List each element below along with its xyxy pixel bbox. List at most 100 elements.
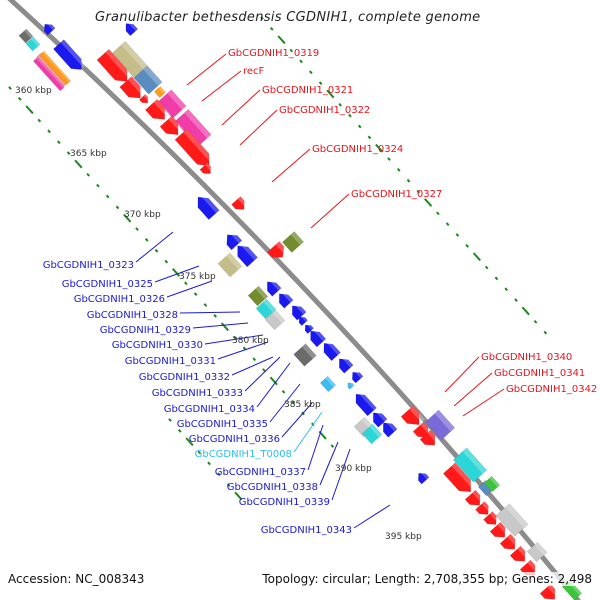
gene-magenta[interactable] xyxy=(32,56,66,92)
gene-cyan[interactable] xyxy=(25,36,41,52)
gene-lightgrey[interactable] xyxy=(495,503,529,537)
gene-reverse[interactable] xyxy=(232,241,258,268)
gene-label[interactable]: GbCGDNIH1_0339 xyxy=(239,497,330,508)
gene-label[interactable]: recF xyxy=(243,66,265,77)
gene-label[interactable]: GbCGDNIH1_0328 xyxy=(87,310,178,321)
tick-mark xyxy=(326,89,335,99)
gene-reverse[interactable] xyxy=(369,408,388,428)
gene-label[interactable]: GbCGDNIH1_0332 xyxy=(139,372,230,383)
gene-forward[interactable] xyxy=(138,93,151,105)
gene-lightgrey[interactable] xyxy=(264,309,286,331)
tick-mark xyxy=(220,322,230,332)
gene-forward[interactable] xyxy=(464,489,485,510)
gene-label[interactable]: GbCGDNIH1_0319 xyxy=(228,48,319,59)
gene-reverse[interactable] xyxy=(296,314,309,327)
gene-reverse[interactable] xyxy=(349,368,364,384)
gene-label[interactable]: GbCGDNIH1_0340 xyxy=(481,352,572,363)
gene-forward[interactable] xyxy=(419,429,440,450)
gene-label[interactable]: GbCGDNIH1_0321 xyxy=(262,85,353,96)
gene-label[interactable]: GbCGDNIH1_0323 xyxy=(43,260,134,271)
gene-label[interactable]: GbCGDNIH1_0327 xyxy=(351,189,442,200)
gene-label[interactable]: GbCGDNIH1_0330 xyxy=(112,340,203,351)
gene-label[interactable]: GbCGDNIH1_0343 xyxy=(261,525,352,536)
gene-forward[interactable] xyxy=(483,511,501,529)
gene-cyan[interactable] xyxy=(255,298,277,320)
gene-label[interactable]: GbCGDNIH1_T0008 xyxy=(195,449,292,460)
tick-mark xyxy=(105,194,110,199)
leader-line xyxy=(201,70,242,102)
leader-line xyxy=(135,231,174,263)
gene-reverse[interactable] xyxy=(288,301,307,321)
gene-label[interactable]: GbCGDNIH1_0342 xyxy=(506,384,597,395)
gene-forward[interactable] xyxy=(174,128,215,171)
gene-lightgrey[interactable] xyxy=(526,541,548,563)
gene-forward[interactable] xyxy=(400,405,425,430)
gene-forward[interactable] xyxy=(231,196,249,214)
gene-forward[interactable] xyxy=(96,48,133,86)
gene-label[interactable]: GbCGDNIH1_0335 xyxy=(177,419,268,430)
gene-forward[interactable] xyxy=(119,76,147,103)
gene-cyan[interactable] xyxy=(452,447,488,483)
gene-grey[interactable] xyxy=(18,28,34,44)
tick-mark xyxy=(213,313,217,318)
gene-cyan[interactable] xyxy=(361,423,383,445)
gene-reverse[interactable] xyxy=(193,192,220,221)
gene-reverse[interactable] xyxy=(275,289,294,309)
gene-trna[interactable] xyxy=(346,380,355,390)
tick-mark xyxy=(472,252,482,262)
tick-mark xyxy=(299,59,303,64)
gene-label[interactable]: GbCGDNIH1_0331 xyxy=(125,356,216,367)
gene-forward[interactable] xyxy=(489,521,510,542)
gene-orange[interactable] xyxy=(153,85,167,99)
gene-label[interactable]: GbCGDNIH1_0336 xyxy=(189,434,280,445)
gene-forward[interactable] xyxy=(509,545,530,566)
gene-orange[interactable] xyxy=(38,50,72,86)
gene-forward[interactable] xyxy=(519,559,540,580)
gene-label[interactable]: GbCGDNIH1_0341 xyxy=(494,368,585,379)
gene-olive[interactable] xyxy=(247,285,269,307)
gene-reverse[interactable] xyxy=(352,390,377,417)
gene-forward[interactable] xyxy=(499,533,520,554)
gene-steel[interactable] xyxy=(133,65,163,95)
gene-label[interactable]: GbCGDNIH1_0334 xyxy=(164,404,255,415)
gene-label[interactable]: GbCGDNIH1_0329 xyxy=(100,325,191,336)
gene-skyblue[interactable] xyxy=(319,375,337,393)
gene-grey[interactable] xyxy=(293,343,317,367)
gene-reverse[interactable] xyxy=(302,322,315,335)
scale-label-370: 370 kbp xyxy=(124,210,161,220)
gene-reverse[interactable] xyxy=(320,339,341,362)
gene-label[interactable]: GbCGDNIH1_0333 xyxy=(152,388,243,399)
gene-label[interactable]: GbCGDNIH1_0337 xyxy=(215,467,306,478)
gene-reverse[interactable] xyxy=(415,469,430,485)
leader-line xyxy=(179,311,241,314)
gene-olive[interactable] xyxy=(281,231,305,253)
gene-khaki[interactable] xyxy=(217,252,243,278)
tick-mark xyxy=(521,306,530,316)
tick-mark xyxy=(357,124,362,129)
gene-label[interactable]: GbCGDNIH1_0322 xyxy=(279,105,370,116)
gene-label[interactable]: GbCGDNIH1_0338 xyxy=(227,482,318,493)
gene-forward[interactable] xyxy=(199,162,215,177)
tick-mark xyxy=(115,205,120,210)
gene-forward[interactable] xyxy=(266,241,289,262)
gene-reverse[interactable] xyxy=(335,354,354,374)
gene-green[interactable] xyxy=(483,475,501,493)
gene-reverse[interactable] xyxy=(52,39,87,75)
gene-forward[interactable] xyxy=(144,98,171,125)
gene-label[interactable]: GbCGDNIH1_0326 xyxy=(74,294,165,305)
tick-mark xyxy=(217,472,221,477)
gene-label[interactable]: GbCGDNIH1_0325 xyxy=(62,279,153,290)
gene-forward[interactable] xyxy=(539,583,560,600)
gene-reverse[interactable] xyxy=(263,277,282,297)
gene-forward[interactable] xyxy=(475,501,493,519)
gene-reverse[interactable] xyxy=(41,20,56,36)
gene-purple[interactable] xyxy=(424,409,456,441)
gene-label[interactable]: GbCGDNIH1_0324 xyxy=(312,144,403,155)
gene-reverse[interactable] xyxy=(122,20,139,37)
gene-forward[interactable] xyxy=(442,462,477,497)
gene-reverse[interactable] xyxy=(222,230,243,251)
gene-forward[interactable] xyxy=(159,115,184,140)
gene-reverse[interactable] xyxy=(306,327,327,348)
leader-line xyxy=(293,411,323,453)
gene-reverse[interactable] xyxy=(379,418,398,438)
